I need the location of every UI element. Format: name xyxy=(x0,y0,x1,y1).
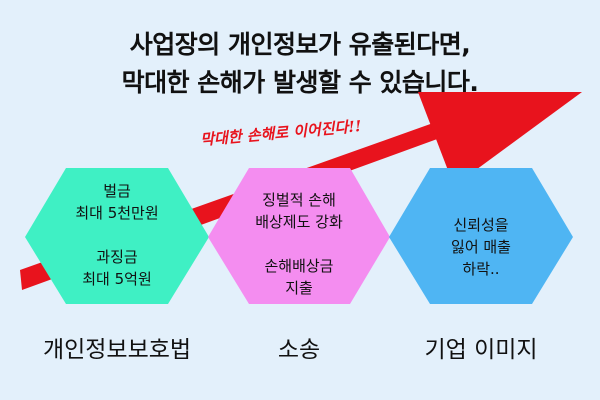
trust-line-1: 신뢰성을 xyxy=(453,216,509,234)
headline: 사업장의 개인정보가 유출된다면, 막대한 손해가 발생할 수 있습니다. xyxy=(70,26,530,102)
punitive-line-1: 징벌적 손해 xyxy=(262,191,336,209)
punitive-line-2: 배상제도 강화 xyxy=(255,213,343,231)
hexagon-law xyxy=(25,168,209,304)
fine-title: 벌금 xyxy=(103,182,131,200)
caption-lawsuit: 소송 xyxy=(277,337,321,363)
trust-line-2: 잃어 매출 xyxy=(451,238,511,256)
fine-amount: 최대 5천만원 xyxy=(75,204,159,222)
hexagon-law-text: 벌금 최대 5천만원 과징금 최대 5억원 xyxy=(42,180,192,290)
hexagon-lawsuit-text: 징벌적 손해 배상제도 강화 손해배상금 지출 xyxy=(224,189,374,299)
hexagon-image-text: 신뢰성을 잃어 매출 하락.. xyxy=(406,214,556,280)
penalty-amount: 최대 5억원 xyxy=(82,270,152,288)
compensation-line-2: 지출 xyxy=(285,279,313,297)
hexagon-image xyxy=(389,168,573,304)
caption-privacy-law: 개인정보보호법 xyxy=(42,337,192,363)
trust-line-3: 하락.. xyxy=(462,260,500,278)
arrow-head xyxy=(418,92,582,186)
hexagon-lawsuit xyxy=(208,168,390,304)
headline-line-1: 사업장의 개인정보가 유출된다면, xyxy=(129,30,471,59)
penalty-title: 과징금 xyxy=(96,248,138,266)
compensation-line-1: 손해배상금 xyxy=(264,257,334,275)
caption-company-image: 기업 이미지 xyxy=(424,337,538,363)
